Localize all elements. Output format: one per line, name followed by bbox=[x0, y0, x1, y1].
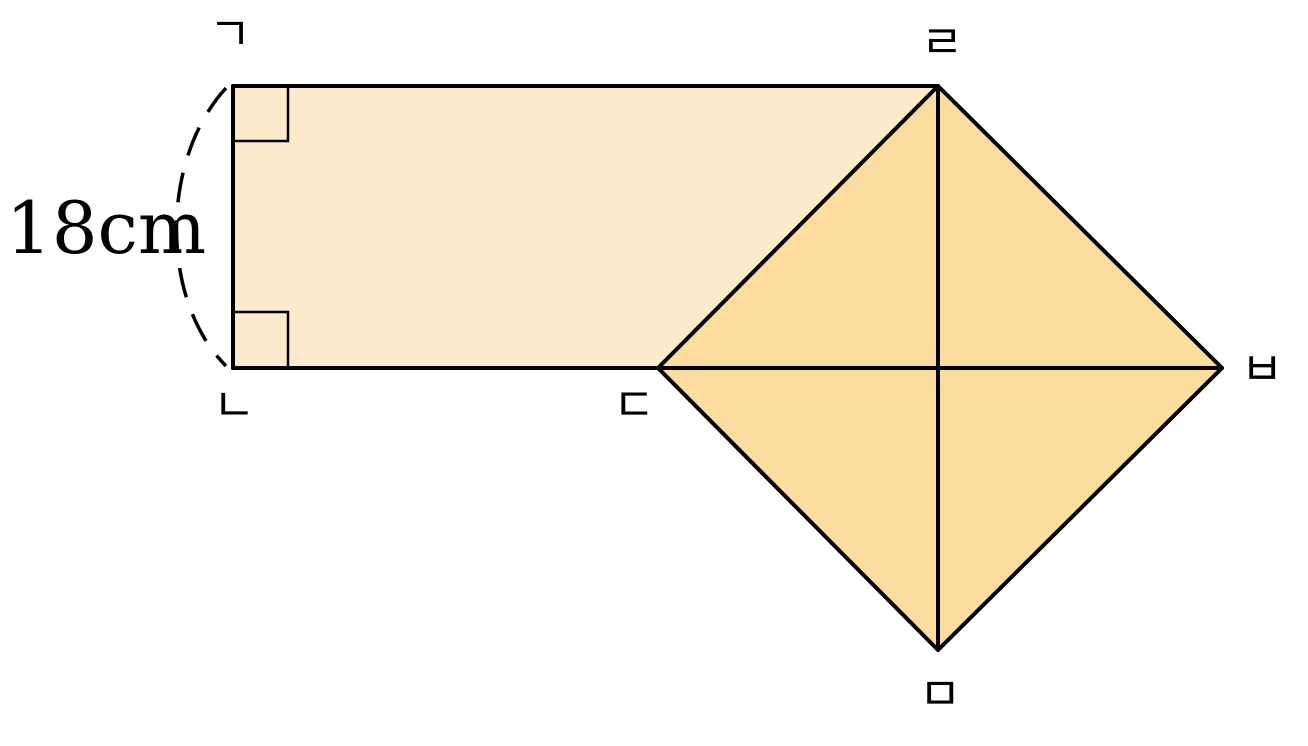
rectangle-region bbox=[233, 86, 938, 368]
vertex-label-a: ㄱ bbox=[209, 7, 251, 61]
vertex-label-f: ㅂ bbox=[1241, 342, 1283, 396]
vertex-label-b: ㄴ bbox=[213, 378, 255, 432]
side-length-label: 18cm bbox=[6, 186, 206, 270]
right-angle-marker-top bbox=[233, 86, 290, 143]
vertex-label-c: ㄷ bbox=[613, 378, 655, 432]
right-angle-marker-bottom bbox=[233, 310, 290, 368]
dimension-arc bbox=[174, 86, 228, 368]
vertex-label-e: ㅁ bbox=[919, 667, 961, 721]
vertex-label-d: ㄹ bbox=[921, 15, 963, 69]
